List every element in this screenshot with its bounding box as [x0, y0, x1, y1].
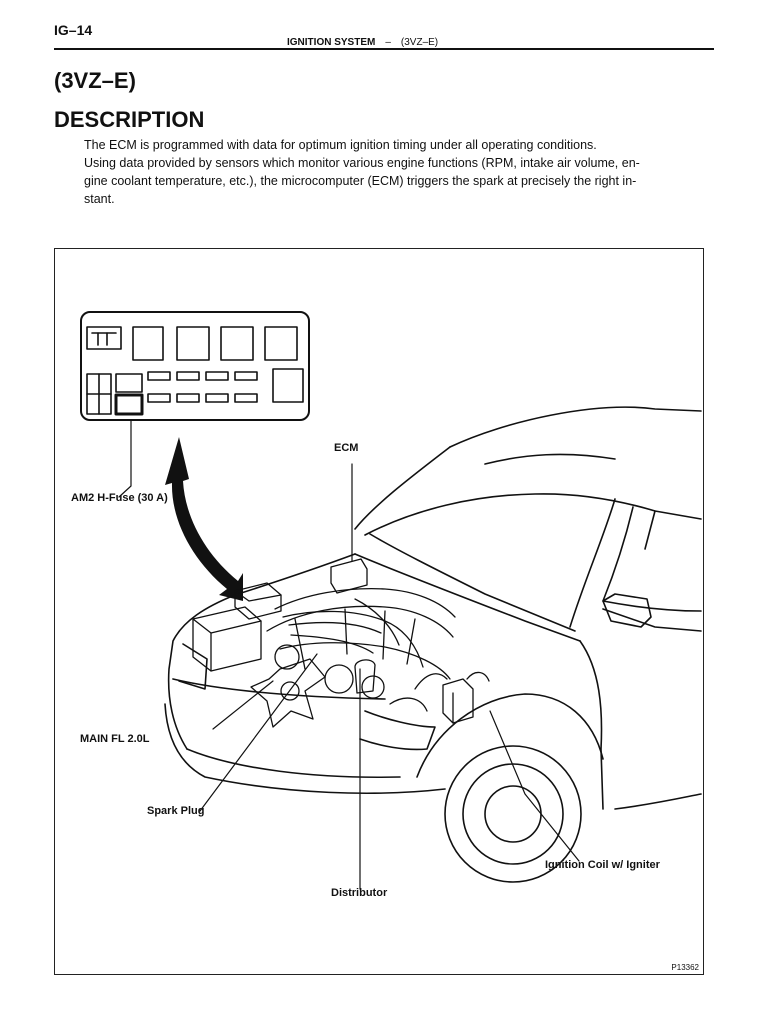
- engine-bay-illustration: [80, 311, 702, 890]
- main-fl-callout: MAIN FL 2.0L: [80, 733, 150, 745]
- ecm-callout: ECM: [334, 442, 359, 454]
- location-arrow: [165, 437, 243, 601]
- header-rule: [54, 48, 714, 50]
- engine-bay: [192, 558, 490, 728]
- section-title: DESCRIPTION: [54, 107, 205, 132]
- description-line: The ECM is programmed with data for opti…: [84, 138, 597, 152]
- figure-id: P13362: [671, 963, 699, 972]
- ignition-coil-callout: Ignition Coil w/ Igniter: [545, 859, 660, 871]
- am2-fuse-callout: AM2 H-Fuse (30 A): [71, 492, 168, 504]
- running-header-engine: (3VZ–E): [400, 37, 439, 48]
- ignition-component-location-figure: ECM AM2 H-Fuse (30 A) MAIN FL 2.0L Spark…: [54, 248, 704, 975]
- description-line: stant.: [84, 192, 115, 206]
- distributor-callout: Distributor: [331, 887, 388, 899]
- leader-lines: [118, 419, 580, 890]
- page-number: IG–14: [54, 22, 93, 38]
- running-header-separator: –: [385, 37, 391, 48]
- description-line: Using data provided by sensors which mon…: [84, 156, 640, 170]
- spark-plug-callout: Spark Plug: [147, 805, 205, 817]
- running-header-section: IGNITION SYSTEM: [287, 37, 376, 48]
- description-paragraph: The ECM is programmed with data for opti…: [84, 136, 704, 208]
- engine-title: (3VZ–E): [54, 68, 136, 93]
- fuse-box-detail: [80, 311, 310, 421]
- running-header: IGNITION SYSTEM–(3VZ–E): [287, 37, 438, 48]
- vehicle-outline: [164, 406, 702, 883]
- description-line: gine coolant temperature, etc.), the mic…: [84, 174, 637, 188]
